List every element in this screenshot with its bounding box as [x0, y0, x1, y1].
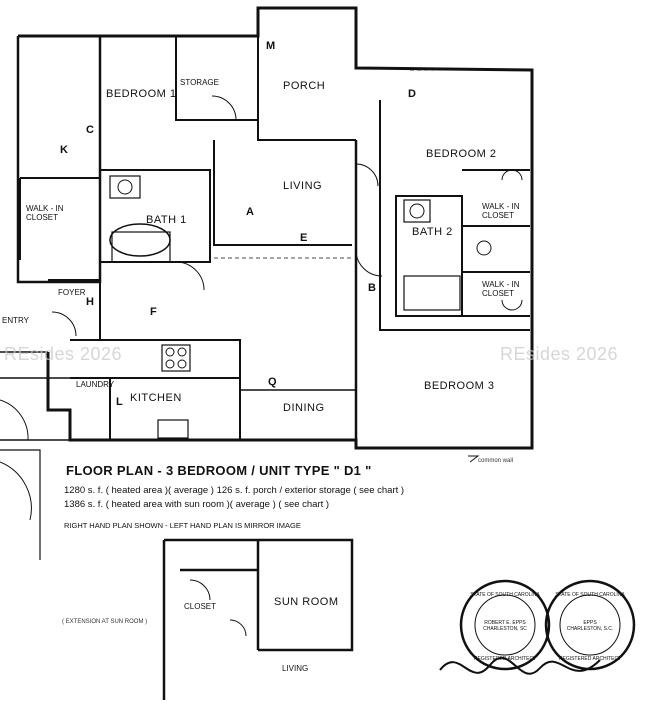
wall-walkin — [19, 177, 100, 260]
tub-bath2 — [403, 275, 461, 311]
room-laundry: LAUNDRY — [76, 380, 115, 389]
note-common-wall: common wall — [478, 458, 514, 464]
architect-seal-left — [459, 579, 551, 671]
seal-left-top: STATE OF SOUTH CAROLINA — [470, 592, 540, 598]
dim-mark-b: B — [368, 282, 376, 294]
seal-right-mid: EPPS CHARLESTON, S.C. — [566, 620, 614, 632]
wall-kitchen — [70, 339, 241, 440]
room-walkin-left: WALK - IN CLOSET — [26, 204, 64, 222]
wall-closets-right — [462, 169, 530, 317]
room-dining: DINING — [283, 402, 325, 414]
room-kitchen: KITCHEN — [130, 392, 182, 404]
wall-bath2 — [395, 195, 463, 317]
mirror-note: RIGHT HAND PLAN SHOWN - LEFT HAND PLAN I… — [64, 521, 301, 530]
room-foyer: FOYER — [58, 288, 86, 297]
dim-mark-a: A — [246, 206, 254, 218]
room-bedroom2: BEDROOM 2 — [426, 148, 497, 160]
wall-laundry — [70, 377, 111, 440]
wall-living — [213, 140, 352, 246]
room-walkin-right-1: WALK - IN CLOSET — [482, 202, 520, 220]
dim-mark-l: L — [116, 396, 123, 408]
watermark-left: REsides 2026 — [4, 344, 123, 364]
dim-mark-f: F — [150, 306, 157, 318]
dim-mark-c: C — [86, 124, 94, 136]
area-line-1: 1280 s. f. ( heated area )( average ) 12… — [64, 485, 405, 496]
room-sunroom: SUN ROOM — [274, 596, 339, 608]
room-bath1: BATH 1 — [146, 214, 187, 226]
signature — [439, 656, 601, 675]
dim-mark-m: M — [266, 40, 276, 52]
room-bedroom1: BEDROOM 1 — [106, 88, 177, 100]
room-closet: CLOSET — [184, 602, 217, 611]
room-storage: STORAGE — [180, 78, 219, 87]
seal-right-top: STATE OF SOUTH CAROLINA — [555, 592, 625, 598]
room-entry: ENTRY — [2, 316, 29, 325]
wall-foyer — [48, 279, 101, 340]
area-line-2: 1386 s. f. ( heated area with sun room )… — [64, 499, 330, 510]
watermark-right: REsides 2026 — [500, 344, 619, 364]
wall-sunroom — [162, 538, 354, 700]
architect-seal-right — [544, 579, 636, 671]
wall-bedroom2 — [379, 100, 530, 331]
dim-mark-h: H — [86, 296, 94, 308]
room-living-lower: LIVING — [282, 664, 309, 673]
note-extension: ( EXTENSION AT SUN ROOM ) — [62, 619, 148, 625]
dim-mark-k: K — [60, 144, 68, 156]
wall-outline — [18, 6, 534, 450]
seal-right-bottom: REGISTERED ARCHITECT — [558, 656, 622, 662]
dim-mark-e: E — [300, 232, 308, 244]
plan-title: FLOOR PLAN - 3 BEDROOM / UNIT TYPE " D1 … — [66, 463, 372, 478]
room-bath2: BATH 2 — [412, 226, 453, 238]
wall-porch — [257, 36, 356, 141]
room-living: LIVING — [283, 180, 323, 192]
room-bedroom3: BEDROOM 3 — [424, 380, 495, 392]
room-porch: PORCH — [283, 80, 326, 92]
dim-mark-q: Q — [268, 376, 277, 388]
tub-bath1 — [109, 223, 171, 257]
seal-left-mid: ROBERT E. EPPS CHARLESTON, SC — [483, 620, 527, 632]
dim-mark-d: D — [408, 88, 416, 100]
room-walkin-right-2: WALK - IN CLOSET — [482, 280, 520, 298]
seal-left-bottom: REGISTERED ARCHITECT — [473, 656, 537, 662]
wall-left-bedroom — [16, 36, 102, 284]
